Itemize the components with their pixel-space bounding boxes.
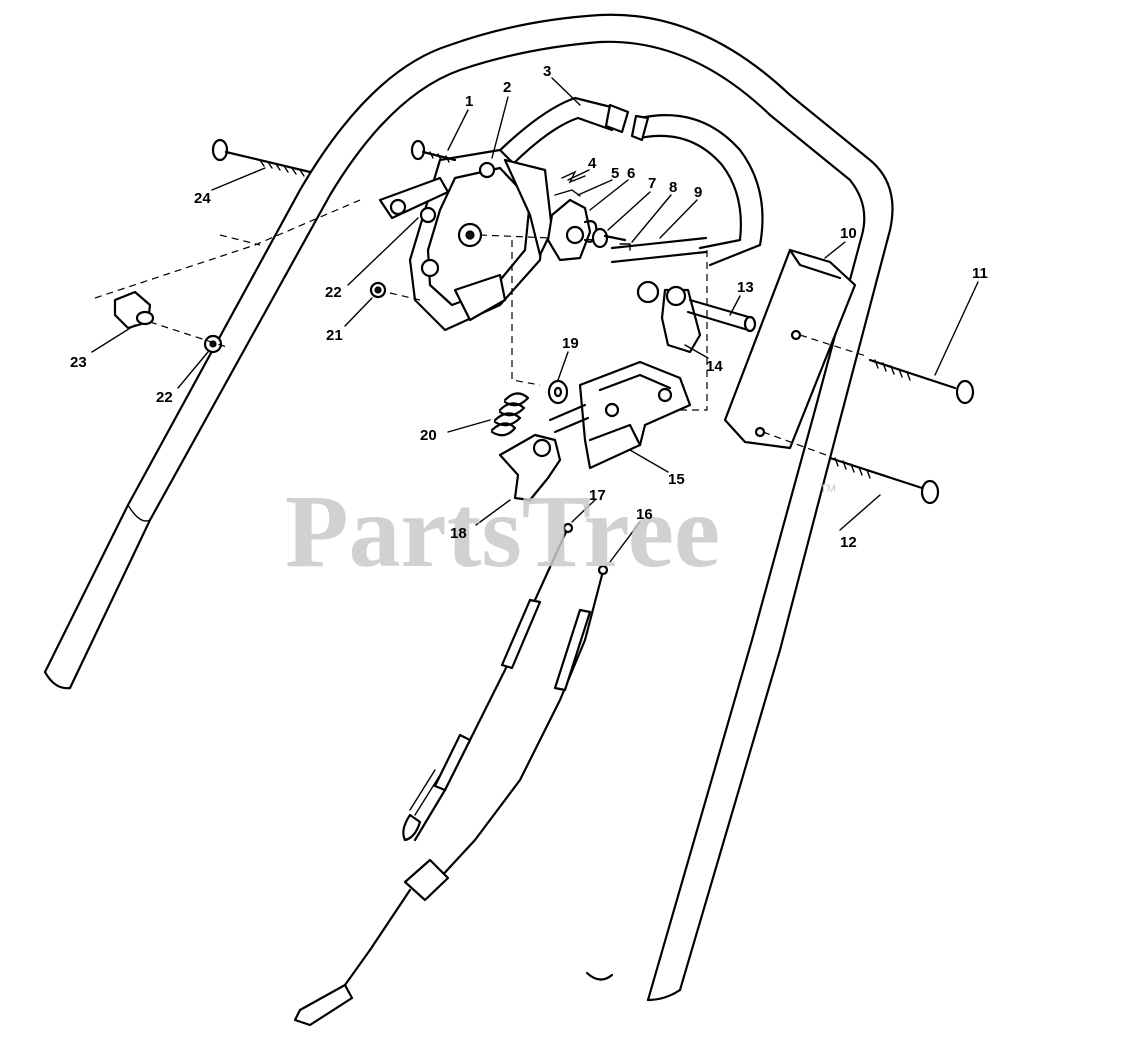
callout-10: 10 bbox=[840, 225, 857, 242]
callout-14: 14 bbox=[706, 358, 723, 375]
callout-16: 16 bbox=[636, 506, 653, 523]
lever-14 bbox=[636, 280, 757, 354]
callout-8: 8 bbox=[669, 179, 677, 196]
callout-12: 12 bbox=[840, 534, 857, 551]
callout-3: 3 bbox=[543, 63, 551, 80]
callouts: 1 2 3 4 5 6 7 8 9 10 11 12 13 14 15 16 1… bbox=[70, 63, 988, 551]
callout-18: 18 bbox=[450, 525, 467, 542]
callout-1: 1 bbox=[465, 93, 473, 110]
lever-18 bbox=[498, 403, 590, 502]
callout-4: 4 bbox=[588, 155, 597, 172]
callout-19: 19 bbox=[562, 335, 579, 352]
callout-23: 23 bbox=[70, 354, 87, 371]
callout-9: 9 bbox=[694, 184, 702, 201]
nut-22-lower bbox=[203, 334, 223, 354]
link-arm bbox=[378, 176, 450, 224]
cable-16 bbox=[293, 564, 609, 1027]
bolt-1 bbox=[410, 139, 457, 163]
callout-17: 17 bbox=[589, 487, 606, 504]
leader-lines bbox=[91, 77, 979, 563]
bolt-11 bbox=[868, 358, 975, 405]
alignment-lines-right bbox=[511, 240, 867, 456]
bolt-24 bbox=[211, 138, 312, 177]
spring-20 bbox=[490, 392, 530, 437]
callout-15: 15 bbox=[668, 471, 685, 488]
callout-5: 5 bbox=[611, 165, 619, 182]
watermark-text: PartsTree bbox=[285, 474, 720, 589]
cable-17 bbox=[402, 522, 574, 842]
callout-22-upper: 22 bbox=[325, 284, 342, 301]
handle-tube bbox=[43, 13, 894, 1002]
callout-24: 24 bbox=[194, 190, 211, 207]
inner-loop-handle bbox=[488, 96, 764, 267]
watermark-trademark: TM bbox=[820, 483, 836, 495]
callout-6: 6 bbox=[627, 165, 635, 182]
callout-21: 21 bbox=[326, 327, 343, 344]
bracket-15 bbox=[578, 360, 692, 470]
callout-13: 13 bbox=[737, 279, 754, 296]
cam-assembly bbox=[546, 170, 708, 264]
bushing-23 bbox=[113, 290, 155, 330]
bolt-12 bbox=[828, 456, 940, 505]
nut-21 bbox=[369, 281, 387, 299]
callout-2: 2 bbox=[503, 79, 511, 96]
callout-11: 11 bbox=[972, 265, 988, 282]
callout-20: 20 bbox=[420, 427, 437, 444]
alignment-lines-left bbox=[94, 199, 421, 349]
callout-7: 7 bbox=[648, 175, 656, 192]
washer-19 bbox=[547, 379, 569, 405]
callout-22-lower: 22 bbox=[156, 389, 173, 406]
